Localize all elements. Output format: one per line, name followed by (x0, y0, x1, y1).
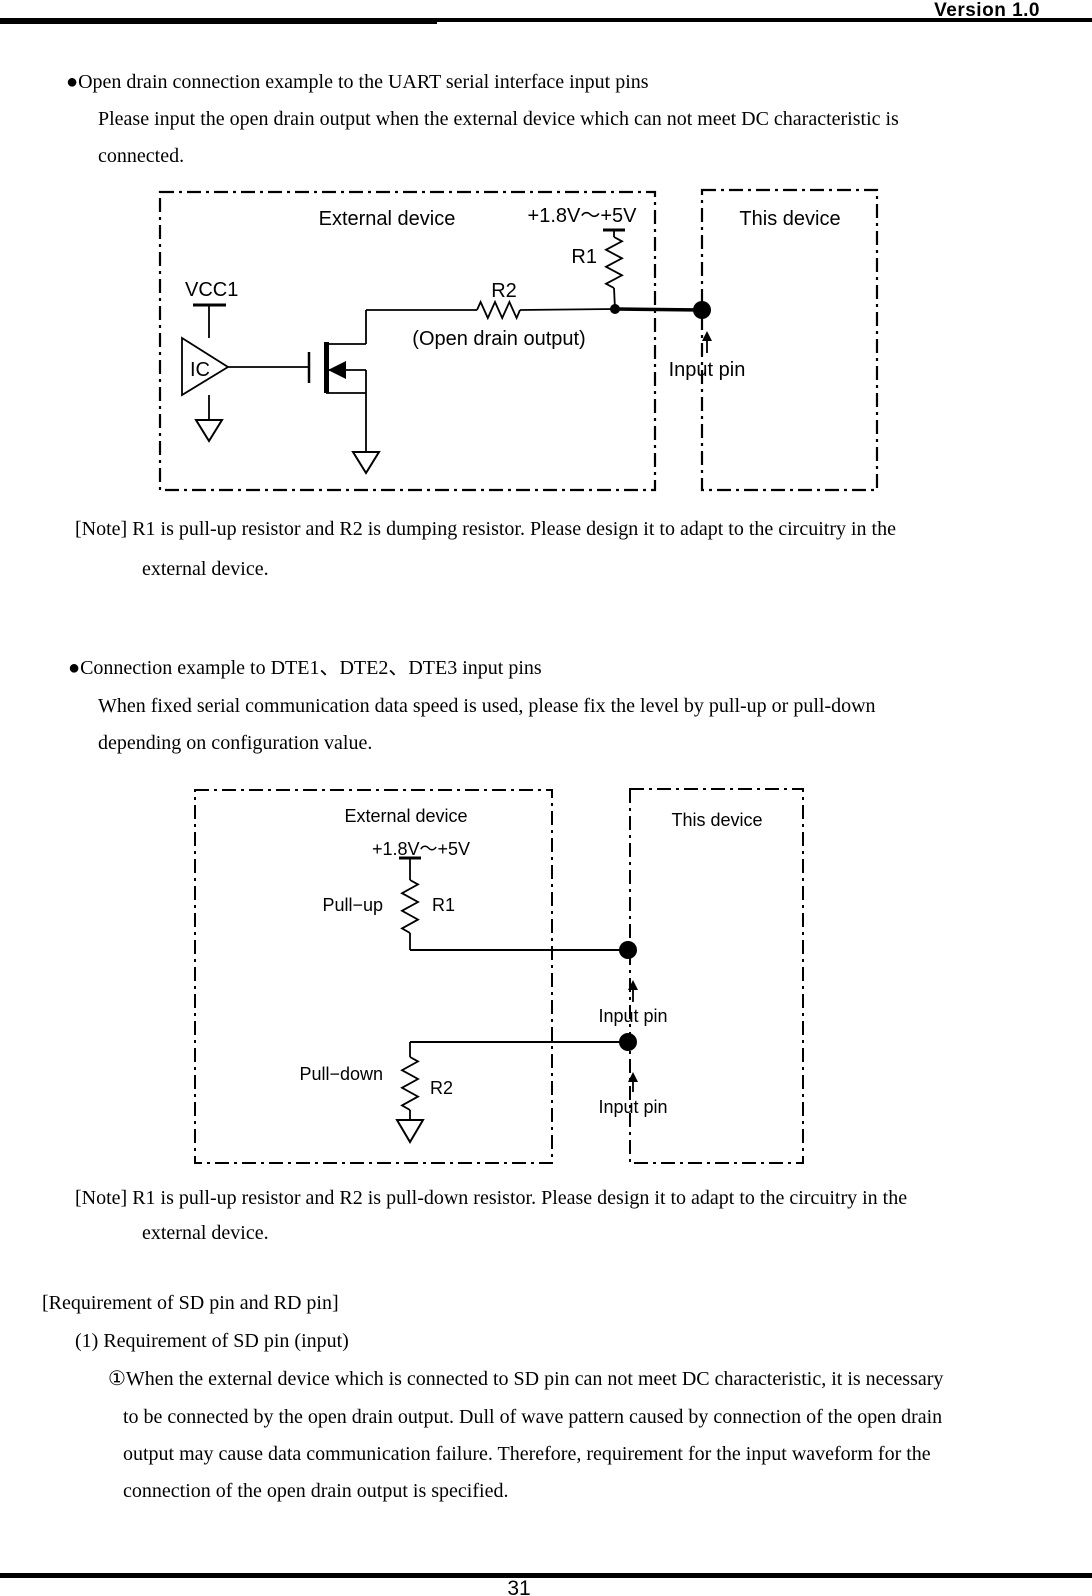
header-rule-left (0, 18, 437, 24)
vcc-label: VCC1 (185, 279, 238, 301)
input-pin1-dot (619, 941, 637, 959)
requirement-sub1-line4: connection of the open drain output is s… (123, 1480, 509, 1502)
version-label: Version 1.0 (934, 0, 1040, 21)
external-device-label: External device (344, 806, 467, 826)
pull-down-label: Pull−down (299, 1064, 383, 1084)
input-pin2-dot (619, 1033, 637, 1051)
external-device-box (194, 789, 553, 1164)
section2-note-line2: external device. (142, 1222, 269, 1244)
resistor-r1 (400, 879, 420, 934)
section1-heading: ●Open drain connection example to the UA… (66, 71, 649, 93)
pullup-pulldown-diagram: External device This device +1.8V～+5V Pu… (194, 788, 804, 1164)
input-pin-dot (693, 301, 711, 319)
external-device-box (158, 190, 657, 492)
output-wire-right (614, 307, 703, 312)
section2-body-line2: depending on configuration value. (98, 732, 373, 754)
r2-label: R2 (491, 280, 517, 302)
this-device-box (700, 188, 879, 492)
input-pin-arrow-head (702, 331, 712, 341)
ic-label: IC (190, 359, 210, 381)
resistor-r2 (476, 299, 521, 321)
footer-rule (0, 1573, 1092, 1578)
input-pin2-arrow-head (628, 1072, 638, 1082)
mosfet-ground-symbol (351, 451, 381, 475)
section2-note-line1: [Note] R1 is pull-up resistor and R2 is … (75, 1187, 908, 1209)
resistor-r2 (400, 1056, 420, 1111)
input-pin1-arrow-head (628, 980, 638, 990)
this-device-box (629, 788, 804, 1164)
requirement-item1: (1) Requirement of SD pin (input) (75, 1330, 349, 1352)
requirement-sub1-line1: ①When the external device which is conne… (108, 1368, 944, 1390)
input-pin2-label: Input pin (598, 1097, 667, 1117)
r2-ground-symbol (395, 1119, 425, 1144)
r1-label: R1 (432, 895, 455, 915)
requirement-sub1-line2: to be connected by the open drain output… (123, 1406, 943, 1428)
requirement-sub1-line3: output may cause data communication fail… (123, 1443, 931, 1465)
section2-heading: ●Connection example to DTE1、DTE2、DTE3 in… (68, 657, 542, 679)
requirement-title: [Requirement of SD pin and RD pin] (42, 1292, 339, 1314)
external-device-label: External device (319, 208, 456, 230)
header-rule-right (437, 18, 1092, 22)
this-device-label: This device (739, 208, 840, 230)
pull-up-label: Pull−up (322, 895, 383, 915)
mosfet-arrow (328, 361, 346, 379)
this-device-label: This device (671, 810, 762, 830)
section2-body-line1: When fixed serial communication data spe… (98, 695, 876, 717)
open-drain-diagram: External device This device +1.8V～+5V R1… (158, 188, 879, 492)
input-pin-label: Input pin (669, 359, 746, 381)
resistor-r1 (604, 236, 624, 289)
ic-buffer-symbol (181, 336, 230, 397)
output-wire-mid (519, 308, 616, 311)
section1-note-line2: external device. (142, 558, 269, 580)
voltage-label: +1.8V～+5V (372, 839, 470, 859)
open-drain-output-label: (Open drain output) (412, 328, 585, 350)
section1-note-line1: [Note] R1 is pull-up resistor and R2 is … (75, 518, 896, 540)
input-pin1-label: Input pin (598, 1006, 667, 1026)
page-number: 31 (507, 1577, 531, 1596)
ic-ground-symbol (194, 419, 224, 443)
section1-body-line2: connected. (98, 145, 185, 167)
voltage-label: +1.8V～+5V (528, 205, 638, 227)
section1-body-line1: Please input the open drain output when … (98, 108, 899, 130)
r1-label: R1 (571, 246, 597, 268)
r2-label: R2 (430, 1078, 453, 1098)
